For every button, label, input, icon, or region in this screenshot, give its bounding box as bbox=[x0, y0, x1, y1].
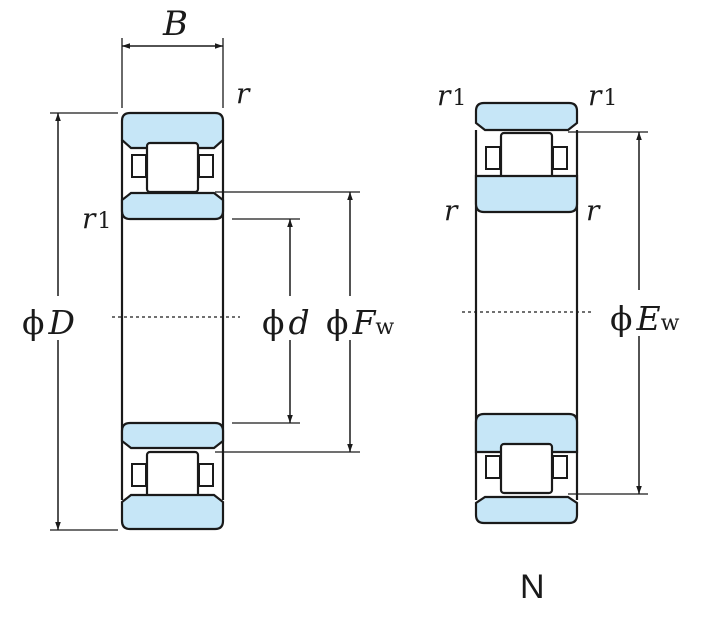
left-bottom-roller bbox=[145, 450, 200, 503]
right-bottom-cage-left bbox=[485, 455, 501, 479]
right-bearing-section bbox=[462, 101, 592, 525]
fillet-label-r1-left: r1 bbox=[82, 202, 111, 235]
left-bottom-outer-ring bbox=[120, 493, 225, 531]
width-label-b: B bbox=[162, 4, 188, 44]
fillet-label-r: r bbox=[236, 77, 251, 110]
right-top-cage-left bbox=[485, 146, 501, 170]
right-bottom-inner-ring bbox=[474, 412, 579, 454]
left-top-cage-left bbox=[131, 154, 147, 178]
bore-diameter-dimension bbox=[232, 218, 300, 424]
outer-diameter-dimension bbox=[50, 112, 118, 531]
inner-raceway-dimension bbox=[215, 191, 360, 453]
right-bottom-roller bbox=[499, 442, 554, 495]
left-bottom-inner-ring bbox=[120, 421, 225, 450]
fillet-label-r-right-right: r bbox=[586, 194, 601, 227]
left-bottom-cage-right bbox=[198, 463, 214, 487]
right-top-cage-right bbox=[552, 146, 568, 170]
fillet-label-r1-right-top-right: r1 bbox=[588, 79, 617, 112]
left-top-outer-ring bbox=[120, 111, 225, 150]
right-top-inner-ring bbox=[474, 174, 579, 214]
left-bottom-cage-left bbox=[131, 463, 147, 487]
fillet-label-r1-right-top-left: r1 bbox=[437, 79, 466, 112]
right-bottom-outer-ring bbox=[474, 495, 579, 525]
left-top-inner-ring bbox=[120, 191, 225, 221]
outer-raceway-dimension bbox=[568, 131, 648, 495]
left-top-cage-right bbox=[198, 154, 214, 178]
bearing-type-caption: N bbox=[520, 568, 545, 606]
right-top-outer-ring bbox=[474, 101, 579, 132]
left-bearing-section bbox=[112, 111, 240, 531]
left-top-roller bbox=[145, 141, 200, 194]
right-top-roller bbox=[499, 131, 554, 184]
fillet-label-r-right-left: r bbox=[444, 194, 459, 227]
width-dimension bbox=[121, 38, 224, 108]
right-bottom-cage-right bbox=[552, 455, 568, 479]
